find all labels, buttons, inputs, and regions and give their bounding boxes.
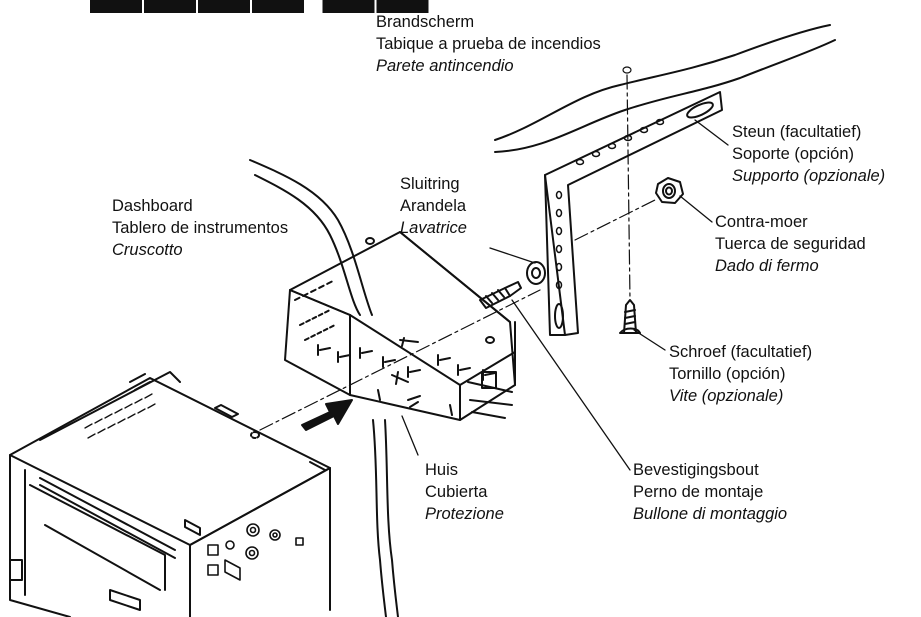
firewall-panel bbox=[494, 24, 836, 153]
label-bracket: Steun (facultatief) Soporte (opción) Sup… bbox=[732, 121, 885, 187]
cropped-heading-fragment: ▬▬▬▬ ▬▬ bbox=[90, 0, 430, 26]
label-lock-nut: Contra-moer Tuerca de seguridad Dado di … bbox=[715, 211, 866, 277]
label-bracket-nl: Steun (facultatief) bbox=[732, 123, 862, 141]
label-sleeve-it: Protezione bbox=[425, 505, 504, 523]
leader-lines bbox=[401, 119, 729, 471]
label-dashboard-it: Cruscotto bbox=[112, 241, 183, 259]
label-lock-nut-nl: Contra-moer bbox=[715, 213, 808, 231]
label-firewall-es: Tabique a prueba de incendios bbox=[376, 35, 601, 53]
label-washer-it: Lavatrice bbox=[400, 219, 467, 237]
insertion-arrow bbox=[301, 399, 353, 431]
label-washer-es: Arandela bbox=[400, 197, 467, 215]
label-dashboard-es: Tablero de instrumentos bbox=[112, 219, 289, 237]
label-mounting-bolt-nl: Bevestigingsbout bbox=[633, 461, 759, 479]
mounting-bolt bbox=[479, 281, 522, 309]
alignment-lines bbox=[259, 74, 656, 431]
label-dashboard: Dashboard Tablero de instrumentos Crusco… bbox=[112, 195, 288, 261]
label-sleeve-nl: Huis bbox=[425, 461, 459, 479]
label-washer-nl: Sluitring bbox=[400, 175, 460, 193]
label-lock-nut-es: Tuerca de seguridad bbox=[715, 235, 866, 253]
support-bracket bbox=[544, 91, 723, 336]
label-washer: Sluitring Arandela Lavatrice bbox=[400, 173, 467, 239]
label-mounting-bolt-es: Perno de montaje bbox=[633, 483, 764, 501]
screw bbox=[619, 299, 641, 334]
label-mounting-bolt: Bevestigingsbout Perno de montaje Bullon… bbox=[633, 459, 787, 525]
label-screw-it: Vite (opzionale) bbox=[669, 387, 784, 405]
label-screw: Schroef (facultatief) Tornillo (opción) … bbox=[669, 341, 812, 407]
lock-nut bbox=[655, 177, 684, 204]
head-unit bbox=[9, 371, 331, 617]
label-firewall: Brandscherm Tabique a prueba de incendio… bbox=[376, 11, 601, 77]
label-screw-nl: Schroef (facultatief) bbox=[669, 343, 813, 361]
label-lock-nut-it: Dado di fermo bbox=[715, 257, 819, 275]
label-sleeve-es: Cubierta bbox=[425, 483, 488, 501]
label-bracket-it: Supporto (opzionale) bbox=[732, 167, 886, 185]
dashboard-panel bbox=[249, 159, 399, 617]
label-bracket-es: Soporte (opción) bbox=[732, 145, 854, 163]
label-firewall-it: Parete antincendio bbox=[376, 57, 514, 75]
label-dashboard-nl: Dashboard bbox=[112, 197, 193, 215]
label-firewall-nl: Brandscherm bbox=[376, 13, 475, 31]
washer bbox=[526, 261, 546, 285]
label-screw-es: Tornillo (opción) bbox=[669, 365, 786, 383]
label-mounting-bolt-it: Bullone di montaggio bbox=[633, 505, 788, 523]
mounting-sleeve bbox=[284, 231, 516, 421]
label-sleeve: Huis Cubierta Protezione bbox=[425, 459, 504, 525]
